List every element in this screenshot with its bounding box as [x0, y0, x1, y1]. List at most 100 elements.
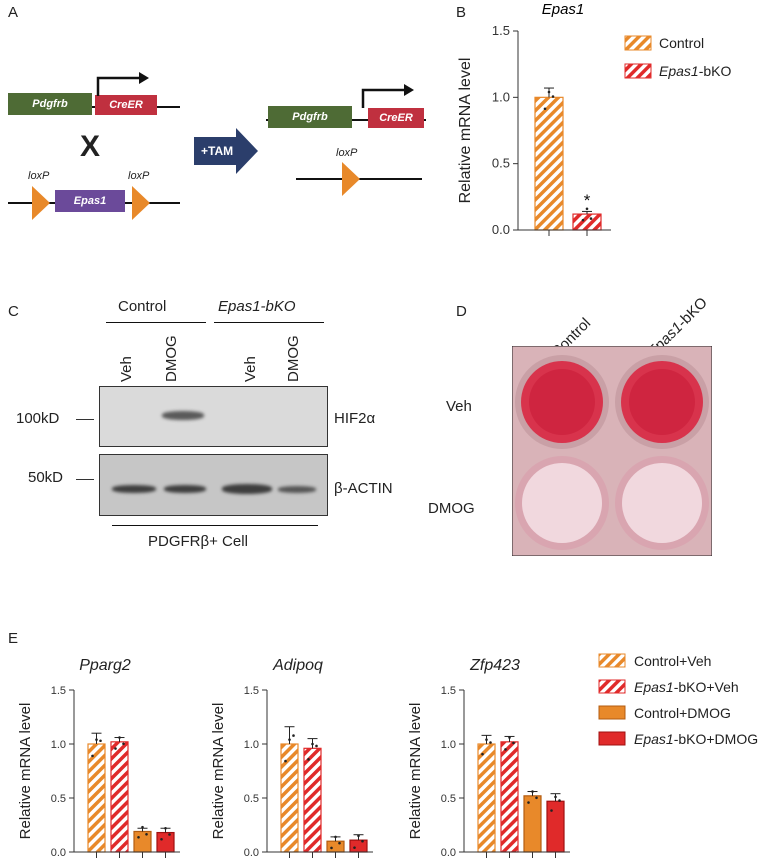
- lane-label: DMOG: [163, 335, 180, 382]
- bar: [534, 96, 564, 231]
- panel-letter-c: C: [8, 303, 19, 320]
- y-tick-label: 0.0: [244, 847, 259, 859]
- y-tick-label: 0.5: [244, 793, 259, 805]
- data-point: [160, 837, 163, 841]
- data-point: [288, 738, 291, 741]
- y-tick-label: 0.5: [51, 793, 66, 805]
- legend-label: Control+Veh: [634, 653, 711, 669]
- panel-letter-e: E: [8, 630, 19, 647]
- cross-symbol: X: [80, 130, 101, 163]
- y-tick-label: 1.0: [51, 739, 66, 751]
- data-point: [91, 754, 94, 758]
- protein-actin: β-ACTIN: [334, 480, 393, 497]
- row-label-dmog: DMOG: [428, 500, 475, 517]
- chart-title: Adipoq: [272, 657, 323, 674]
- y-axis-label: Relative mRNA level: [17, 703, 34, 840]
- legend-item: Epas1-bKO+Veh: [598, 674, 758, 700]
- y-tick-label: 0.0: [51, 847, 66, 859]
- data-point: [585, 207, 589, 211]
- data-point: [141, 825, 144, 829]
- legend-label: Epas1-bKO: [659, 63, 731, 79]
- legend-swatch: [624, 35, 652, 51]
- y-tick-label: 0.5: [441, 793, 456, 805]
- data-point: [554, 795, 557, 799]
- loxp-triangle-icon: [32, 186, 50, 220]
- data-point: [284, 759, 287, 763]
- marker-50kd: 50kD: [28, 469, 64, 486]
- data-point: [504, 748, 507, 751]
- legend-item: Epas1-bKO+DMOG: [598, 726, 758, 752]
- bar: [477, 743, 496, 853]
- epas1-box: Epas1: [55, 190, 125, 212]
- legend-label-text: Control+Veh: [634, 653, 712, 669]
- legend-swatch: [598, 653, 626, 668]
- data-point: [361, 839, 364, 843]
- y-tick-label: 1.5: [51, 685, 66, 697]
- legend-label-gene: Epas1: [634, 679, 674, 695]
- data-point: [292, 734, 295, 737]
- group-label-suffix: -bKO: [260, 298, 296, 315]
- data-point: [357, 834, 360, 838]
- blot-hif2a: [99, 386, 328, 447]
- loxp-triangle-icon: [342, 162, 360, 196]
- pdgfrb-box: Pdgfrb: [8, 93, 92, 115]
- loxp-label-3: loxP: [336, 147, 358, 159]
- lane-label: Veh: [242, 356, 259, 382]
- row-label-veh: Veh: [446, 398, 472, 415]
- data-point: [168, 833, 171, 836]
- data-point: [558, 799, 561, 802]
- legend-label-text: Control: [659, 35, 704, 51]
- data-point: [512, 741, 515, 745]
- data-point: [334, 835, 337, 839]
- data-point: [114, 747, 117, 750]
- marker-tick: [76, 479, 94, 480]
- data-point: [485, 738, 488, 741]
- data-point: [543, 107, 547, 111]
- bar: [326, 840, 345, 853]
- promoter-arrow-icon: [361, 84, 414, 108]
- y-tick-label: 1.0: [492, 89, 510, 104]
- group-label-gene: Epas1: [218, 298, 261, 315]
- culture-plate: [512, 346, 712, 556]
- bar: [110, 741, 129, 853]
- group-label-control: Control: [118, 298, 167, 315]
- creer-box-2: CreER: [368, 108, 424, 128]
- hif2a-band: [162, 411, 204, 420]
- y-tick-label: 0.5: [492, 156, 510, 171]
- y-tick-label: 0.0: [441, 847, 456, 859]
- panel-letter-a: A: [8, 4, 19, 21]
- bar: [349, 839, 368, 853]
- bar: [133, 830, 152, 853]
- lane-label: DMOG: [285, 335, 302, 382]
- legend-label: Control: [659, 35, 704, 51]
- data-point: [481, 752, 484, 756]
- marker-tick: [76, 419, 94, 420]
- data-point: [531, 790, 534, 793]
- data-point: [589, 217, 593, 220]
- data-point: [489, 741, 492, 744]
- panel-letter-b: B: [456, 4, 467, 21]
- data-point: [311, 742, 314, 746]
- actin-band: [112, 485, 156, 493]
- group-label-epas1-bko: Epas1-bKO: [218, 298, 296, 315]
- bar: [280, 743, 299, 853]
- actin-band: [278, 486, 316, 493]
- actin-band: [222, 484, 272, 494]
- data-point: [330, 846, 333, 850]
- bar: [572, 213, 602, 231]
- y-tick-label: 1.5: [492, 23, 510, 38]
- col-label-suffix: -bKO: [674, 294, 711, 331]
- tam-label: +TAM: [201, 144, 234, 158]
- tam-arrow-icon: [194, 128, 258, 174]
- y-axis-label: Relative mRNA level: [457, 58, 474, 204]
- legend-label: Epas1-bKO+Veh: [634, 679, 739, 695]
- data-point: [551, 95, 555, 98]
- data-point: [508, 736, 511, 739]
- legend-label-text: -bKO+Veh: [673, 679, 739, 695]
- legend-item: Control+DMOG: [598, 700, 758, 726]
- data-point: [95, 738, 98, 741]
- legend-label-text: -bKO+DMOG: [673, 731, 759, 747]
- lane-label: Veh: [118, 356, 135, 382]
